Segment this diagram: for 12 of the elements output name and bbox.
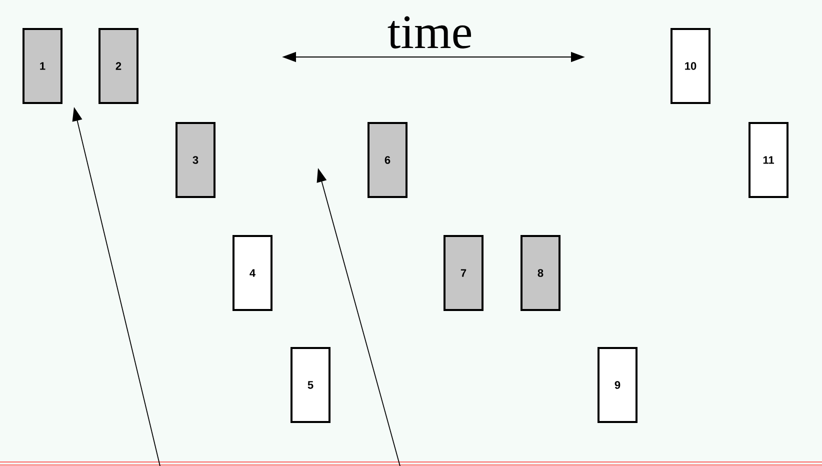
axis-label: time [388,16,472,48]
numbered-box: 11 [748,122,788,198]
numbered-box: 9 [598,347,638,423]
numbered-box: 10 [670,28,710,104]
numbered-box: 7 [444,235,484,311]
numbered-box: 2 [98,28,138,104]
numbered-box: 5 [290,347,330,423]
numbered-box: 3 [176,122,216,198]
numbered-box: 1 [22,28,62,104]
numbered-box: 8 [520,235,560,311]
numbered-box: 4 [232,235,272,311]
numbered-box: 6 [368,122,408,198]
